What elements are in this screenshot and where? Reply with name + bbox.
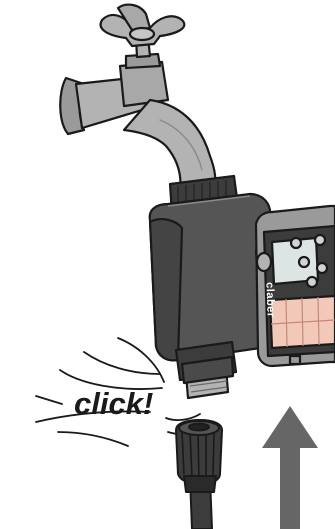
click-callout: click! — [74, 386, 153, 421]
faucet-icon — [60, 5, 218, 200]
hose-connector-icon — [176, 420, 222, 529]
up-arrow-icon — [262, 406, 318, 529]
water-timer-icon — [150, 176, 335, 398]
brand-label: claber — [263, 282, 276, 318]
